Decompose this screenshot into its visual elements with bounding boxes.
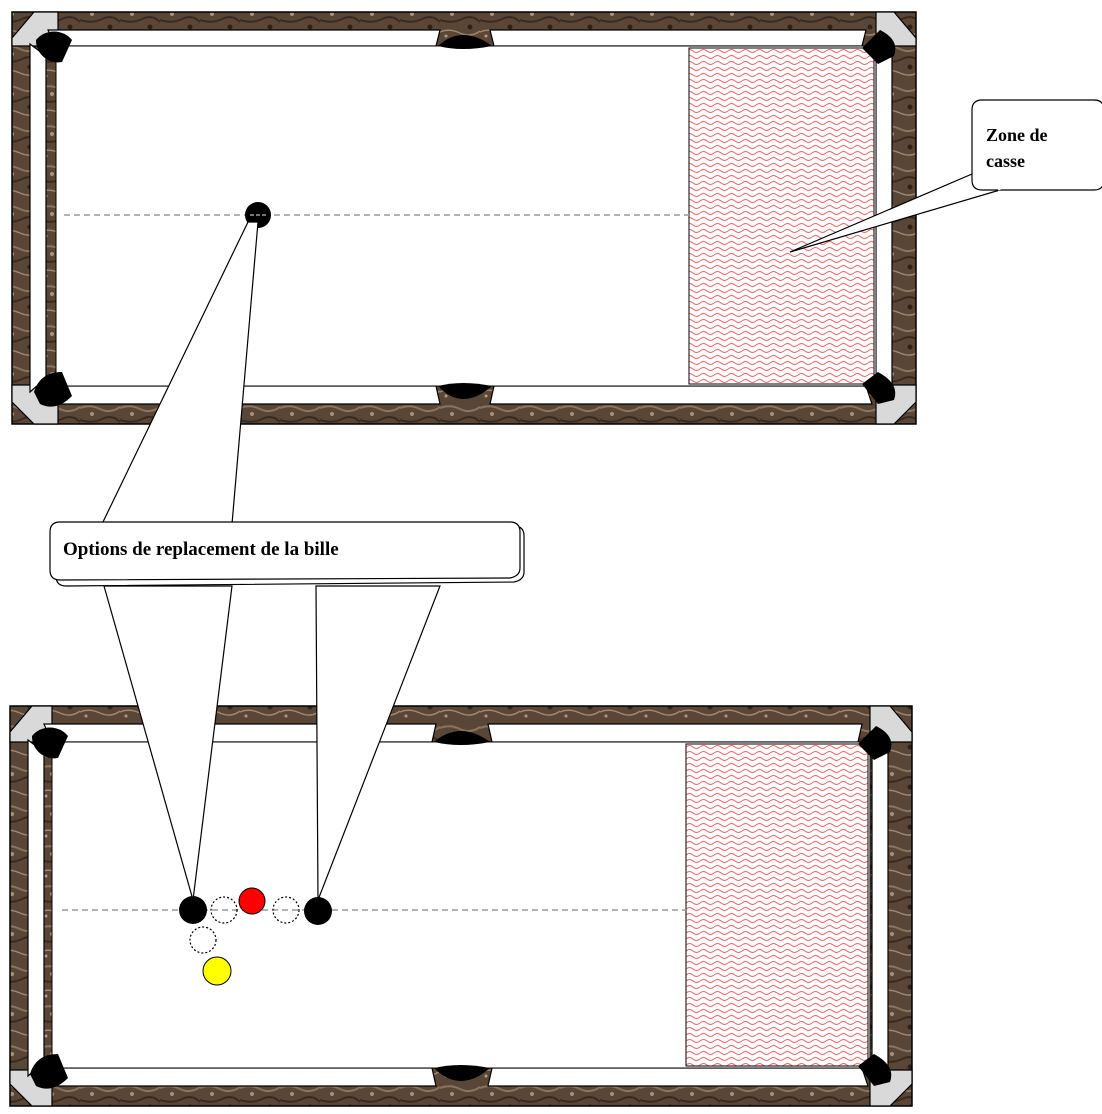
options-callout: Options de replacement de la bille (49, 521, 525, 587)
bl-top-right-pocket (858, 726, 892, 760)
bottom-table (9, 705, 913, 1107)
top-right-pocket (862, 30, 896, 64)
break-zone-callout-line1: Zone de (986, 125, 1048, 145)
bl-bottom-middle-pocket (434, 1065, 490, 1081)
options-callout-body (49, 521, 521, 581)
bl-bottom-left-pocket (30, 1054, 68, 1089)
top-cushion-left (47, 29, 441, 47)
top-table (11, 11, 917, 425)
bl-bottom-cushion-left (43, 1067, 437, 1087)
top-cushion-right (489, 29, 867, 47)
options-pointer-bottom-right (315, 585, 441, 901)
bl-top-left-pocket (31, 727, 68, 759)
break-zone-pointer-join (984, 167, 1002, 191)
top-middle-pocket (438, 35, 492, 49)
bottom-middle-pocket (438, 383, 492, 399)
bl-bottom-cushion-right (487, 1067, 869, 1087)
red-ball (238, 887, 266, 915)
black-ball-left (179, 896, 207, 924)
bl-right-cushion (871, 740, 889, 1078)
options-callout-text: Options de replacement de la bille (63, 539, 339, 560)
top-left-pocket (35, 31, 72, 63)
bl-left-cushion (27, 738, 45, 1078)
top-break-zone (688, 47, 875, 385)
yellow-ball (202, 956, 232, 986)
bottom-right-pocket (862, 372, 896, 404)
options-pointer-bottom-left (103, 585, 233, 901)
bottom-break-zone (685, 743, 869, 1067)
ghost-position-2 (272, 896, 300, 924)
bl-top-cushion-right (487, 723, 863, 743)
break-zone-callout: Zone de casse (789, 99, 1102, 253)
bl-top-middle-pocket (434, 731, 490, 745)
bottom-cushion-right (489, 385, 873, 405)
break-zone-callout-line2: casse (986, 151, 1025, 171)
ghost-position-3 (189, 926, 217, 954)
left-cushion (29, 42, 47, 394)
break-zone-callout-box (971, 99, 1102, 191)
bl-bottom-right-pocket (858, 1054, 892, 1086)
bottom-left-pocket (34, 372, 72, 407)
black-ball-right (304, 897, 332, 925)
ghost-position-1 (210, 896, 238, 924)
